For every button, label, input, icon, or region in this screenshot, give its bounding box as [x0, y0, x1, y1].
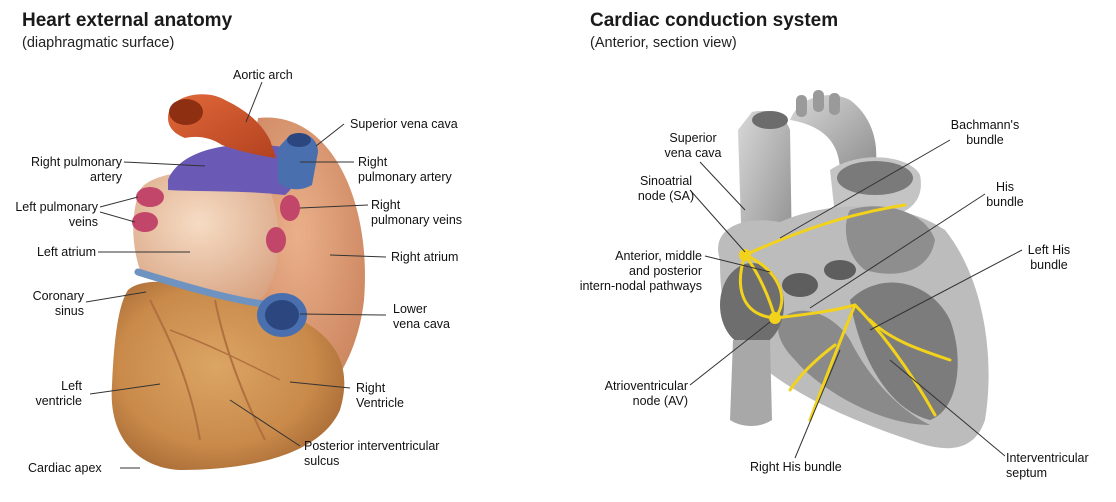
label-atrioventricular-node: Atrioventricular node (AV)	[578, 379, 688, 409]
label-left-ventricle: Left ventricle	[20, 379, 82, 409]
label-interventricular-septum: Interventricular septum	[1006, 451, 1089, 481]
label-right-pulmonary-veins: Right pulmonary veins	[371, 198, 462, 228]
sa-node	[739, 249, 751, 261]
label-right-ventricle: Right Ventricle	[356, 381, 404, 411]
valve-opening	[824, 260, 856, 280]
label-right-pulmonary-artery-left: Right pulmonary artery	[22, 155, 122, 185]
label-internodal-pathways: Anterior, middle and posterior intern-no…	[548, 249, 702, 294]
label-left-pulmonary-veins: Left pulmonary veins	[6, 200, 98, 230]
label-superior-vena-cava-right: Superior vena cava	[648, 131, 738, 161]
label-posterior-interventricular-sulcus: Posterior interventricular sulcus	[304, 439, 439, 469]
label-coronary-sinus: Coronary sinus	[10, 289, 84, 319]
label-left-atrium: Left atrium	[10, 245, 96, 260]
valve-opening	[782, 273, 818, 297]
label-superior-vena-cava-left: Superior vena cava	[350, 117, 458, 132]
label-cardiac-apex: Cardiac apex	[28, 461, 102, 476]
label-lower-vena-cava: Lower vena cava	[393, 302, 450, 332]
av-node	[769, 312, 781, 324]
label-sinoatrial-node: Sinoatrial node (SA)	[624, 174, 708, 204]
label-bachmanns-bundle: Bachmann's bundle	[945, 118, 1025, 148]
label-his-bundle: His bundle	[980, 180, 1030, 210]
label-right-his-bundle: Right His bundle	[750, 460, 842, 475]
arch-branch	[796, 95, 807, 117]
label-right-atrium: Right atrium	[391, 250, 458, 265]
svc-opening	[752, 111, 788, 129]
left-atrium-chamber	[846, 206, 935, 274]
arch-branch	[813, 90, 824, 112]
label-aortic-arch: Aortic arch	[233, 68, 293, 83]
pulmonary-opening	[837, 161, 913, 195]
inferior-vena-cava-gray	[730, 340, 772, 426]
label-left-his-bundle: Left His bundle	[1014, 243, 1084, 273]
label-right-pulmonary-artery-right: Right pulmonary artery	[358, 155, 452, 185]
arch-branch	[829, 93, 840, 115]
